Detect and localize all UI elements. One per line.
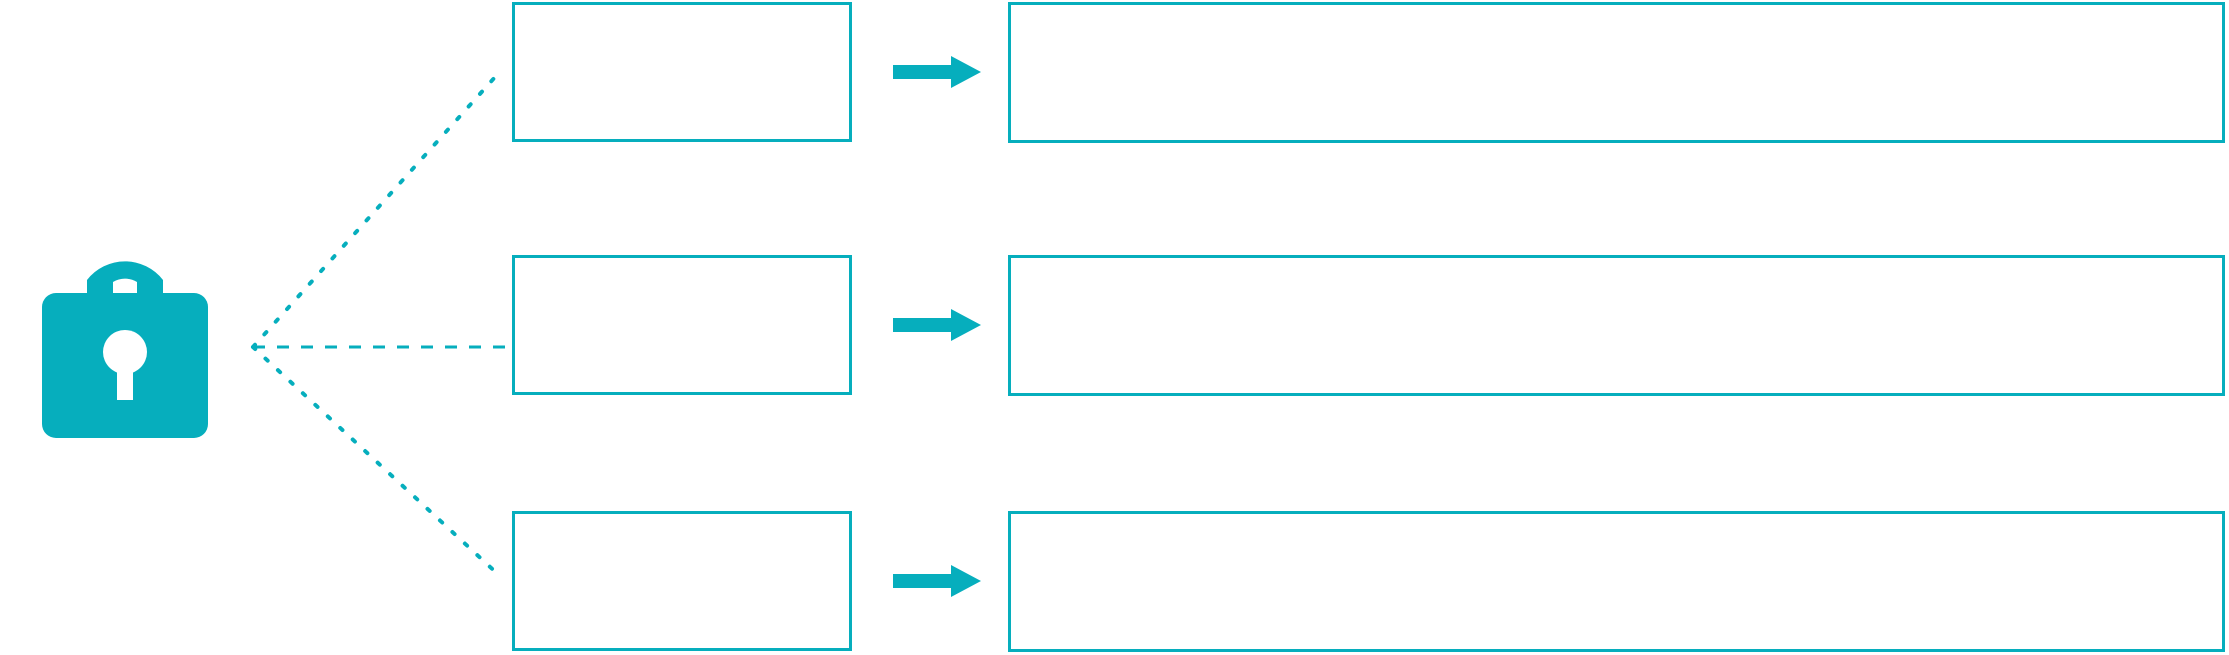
arrow-right-icon: [893, 565, 981, 597]
row-right-box[interactable]: [1008, 255, 2225, 396]
row-left-box[interactable]: [512, 255, 852, 395]
lock-icon: [30, 210, 220, 445]
diagram-row: [0, 0, 2229, 145]
diagram-row: [0, 253, 2229, 398]
row-right-box[interactable]: [1008, 511, 2225, 652]
arrow-right-icon: [893, 56, 981, 88]
row-right-box[interactable]: [1008, 2, 2225, 143]
arrow-right-icon: [893, 309, 981, 341]
diagram-row: [0, 509, 2229, 655]
row-left-box[interactable]: [512, 511, 852, 651]
row-left-box[interactable]: [512, 2, 852, 142]
